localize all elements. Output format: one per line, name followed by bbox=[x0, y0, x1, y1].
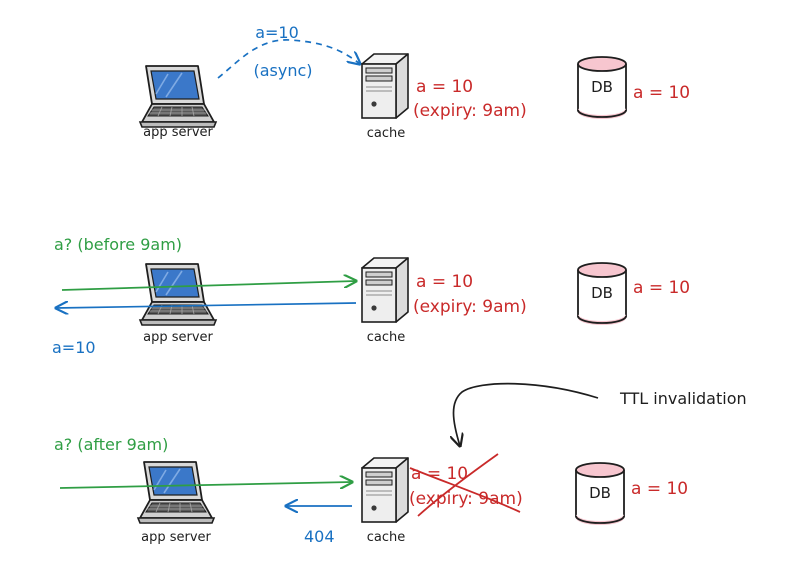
scene-async-write: app server a=10 (async) cache a = 10 (ex… bbox=[139, 23, 690, 141]
invalidation-arrow bbox=[454, 382, 599, 446]
ttl-invalidation-label: TTL invalidation bbox=[619, 389, 747, 408]
scene-read-before-expiry: a? (before 9am) app server a=10 cache a … bbox=[52, 235, 690, 357]
cache-label: cache bbox=[367, 126, 406, 141]
cache-expiry: (expiry: 9am) bbox=[413, 297, 527, 317]
cache-value: a = 10 bbox=[416, 272, 473, 292]
laptop-icon bbox=[137, 461, 215, 524]
db-value: a = 10 bbox=[633, 83, 690, 103]
app-server-label: app server bbox=[143, 125, 213, 140]
cache-expiry: (expiry: 9am) bbox=[413, 101, 527, 121]
response-arrow bbox=[56, 303, 357, 308]
strike-through-line bbox=[417, 453, 499, 517]
db-value: a = 10 bbox=[631, 479, 688, 499]
scene-read-after-expiry: a? (after 9am) app server 404 cache a = … bbox=[54, 382, 747, 546]
db-label: DB bbox=[591, 284, 613, 302]
not-found-label: 404 bbox=[304, 527, 335, 546]
cache-label: cache bbox=[367, 330, 406, 345]
server-tower-icon bbox=[361, 457, 409, 523]
async-mode-label: (async) bbox=[253, 61, 312, 80]
laptop-icon bbox=[139, 65, 217, 128]
request-label: a? (before 9am) bbox=[54, 235, 182, 254]
response-label: a=10 bbox=[52, 338, 96, 357]
request-label: a? (after 9am) bbox=[54, 435, 168, 454]
request-arrow bbox=[61, 281, 356, 291]
request-arrow bbox=[59, 482, 352, 488]
app-server-label: app server bbox=[143, 330, 213, 345]
cache-value: a = 10 bbox=[416, 77, 473, 97]
server-tower-icon bbox=[361, 53, 409, 119]
cache-value-expired: a = 10 bbox=[411, 464, 468, 484]
laptop-icon bbox=[139, 263, 217, 326]
strike-through-line bbox=[409, 467, 521, 513]
db-label: DB bbox=[591, 78, 613, 96]
db-value: a = 10 bbox=[633, 278, 690, 298]
async-write-arrow bbox=[217, 39, 360, 79]
app-server-label: app server bbox=[141, 530, 211, 545]
server-tower-icon bbox=[361, 257, 409, 323]
db-label: DB bbox=[589, 484, 611, 502]
write-value-label: a=10 bbox=[255, 23, 299, 42]
cache-label: cache bbox=[367, 530, 406, 545]
cache-expiry-expired: (expiry: 9am) bbox=[409, 489, 523, 509]
